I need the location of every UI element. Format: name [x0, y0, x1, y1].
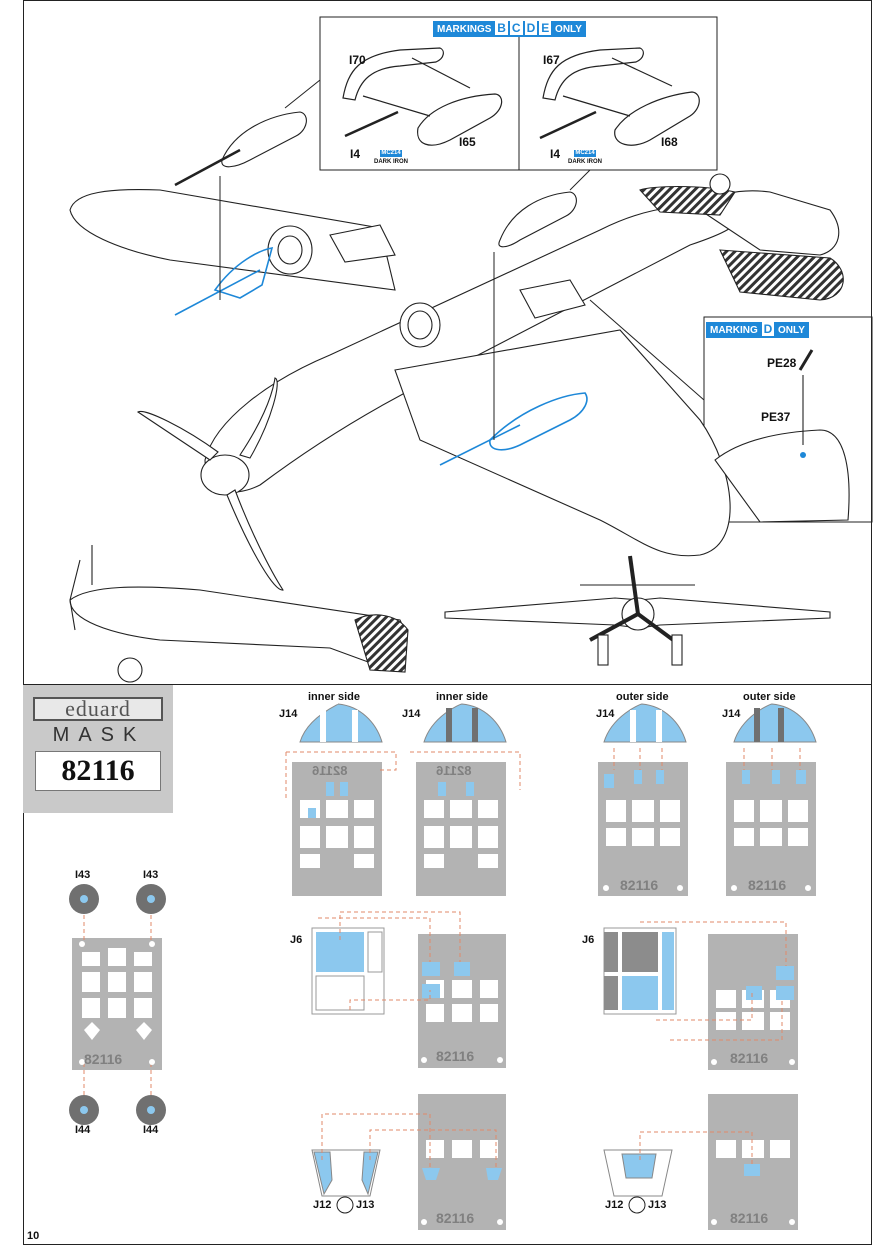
sheet-number: 82116 — [436, 1210, 475, 1226]
part-label-i70: I70 — [349, 53, 366, 67]
part-label-i65: I65 — [459, 135, 476, 149]
marking-letter: D — [761, 322, 775, 336]
mask-label-j12: J12 — [605, 1199, 624, 1211]
mask-label-j6: J6 — [582, 934, 595, 946]
marking-letter: C — [509, 21, 523, 35]
sheet-number: 82116 — [436, 1048, 475, 1064]
part-label-pe37: PE37 — [761, 410, 791, 424]
paint-callout: MC214 DARK IRON — [568, 141, 602, 166]
sheet-number: 82116 — [730, 1210, 769, 1226]
sheet-number: 82116 — [620, 877, 659, 893]
mask-label-i44: I44 — [143, 1124, 159, 1136]
markings-banner-right: MARKING D ONLY — [706, 322, 809, 338]
mask-header: inner side — [308, 691, 360, 703]
mask-label-i44: I44 — [75, 1124, 91, 1136]
part-label-pe28: PE28 — [767, 356, 797, 370]
side-view — [69, 545, 409, 683]
part-label-i68: I68 — [661, 135, 678, 149]
tank-position-guides — [174, 247, 588, 466]
paint-code: MC214 — [574, 150, 596, 157]
mask-header: outer side — [743, 691, 796, 703]
banner-suffix: ONLY — [778, 325, 805, 336]
mask-label-j14: J14 — [596, 708, 615, 720]
part-label-i67: I67 — [543, 53, 560, 67]
part-label-i4: I4 — [350, 147, 361, 161]
marking-letter: D — [524, 21, 538, 35]
mask-label-j13: J13 — [356, 1199, 375, 1211]
page-frame — [23, 0, 872, 1245]
main-aircraft — [69, 111, 844, 591]
mask-word: MASK — [52, 724, 146, 746]
sheet-number-mirrored: 82116 — [312, 763, 348, 778]
mask-label-i43: I43 — [75, 869, 91, 881]
mask-label-j12: J12 — [313, 1199, 332, 1211]
paint-name: DARK IRON — [374, 159, 408, 165]
mask-header: inner side — [436, 691, 488, 703]
paint-code: MC214 — [380, 150, 402, 157]
sheet-number: 82116 — [84, 1051, 123, 1067]
marking-letter: B — [495, 21, 508, 35]
mask-label-j14: J14 — [402, 708, 421, 720]
part-label-i4: I4 — [550, 147, 561, 161]
mask-label-j6: J6 — [290, 934, 303, 946]
banner-prefix: MARKING — [710, 325, 758, 336]
page-number: 10 — [27, 1230, 40, 1242]
mask-label-i43: I43 — [143, 869, 159, 881]
guide-lines — [83, 748, 801, 1168]
banner-prefix: MARKINGS — [437, 24, 492, 35]
banner-suffix: ONLY — [555, 24, 582, 35]
sheet-number: 82116 — [748, 877, 787, 893]
section-divider — [23, 684, 872, 685]
mask-label-j14: J14 — [722, 708, 741, 720]
sheet-number-mirrored: 82116 — [436, 763, 472, 778]
mask-logo: eduard MASK 82116 — [23, 685, 173, 813]
mask-header: outer side — [616, 691, 669, 703]
marking-letter: E — [539, 21, 552, 35]
sheet-number: 82116 — [730, 1050, 769, 1066]
paint-name: DARK IRON — [568, 159, 602, 165]
front-view — [444, 555, 831, 666]
brand-logo: eduard — [33, 697, 163, 721]
mask-label-j14: J14 — [279, 708, 298, 720]
mask-label-j13: J13 — [648, 1199, 667, 1211]
mask-sheets — [69, 703, 817, 1230]
paint-callout: MC214 DARK IRON — [374, 141, 408, 166]
mask-set-number: 82116 — [35, 751, 161, 791]
